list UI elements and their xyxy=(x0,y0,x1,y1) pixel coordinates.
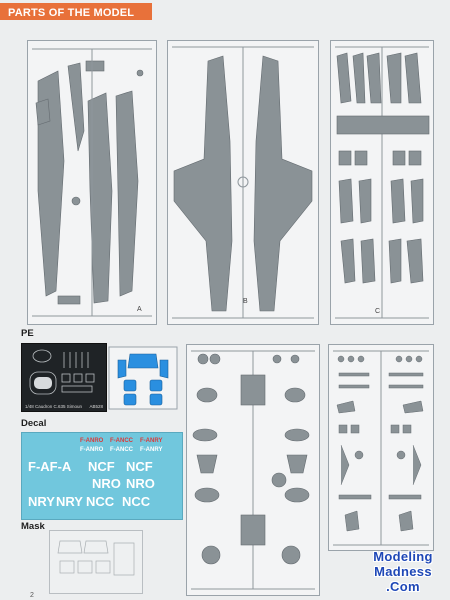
pe-parts xyxy=(29,349,95,395)
watermark-line-3: .Com xyxy=(386,579,420,594)
decal-sheet: F-ANRO F-ANCC F-ANRY F-ANRO F-ANCC F-ANR… xyxy=(21,432,183,520)
clear-parts-shapes xyxy=(108,346,178,410)
site-watermark: Modeling Madness .Com xyxy=(357,549,449,597)
decal-nry-2: NRY xyxy=(56,494,83,509)
decal-ncc-2: NCC xyxy=(122,494,151,509)
section-header: PARTS OF THE MODEL xyxy=(0,3,152,20)
pe-sheet-name: 1/48 Caudron C.635 Simoun xyxy=(25,404,83,409)
page-number: 2 xyxy=(30,592,34,599)
sprue-d-parts xyxy=(191,350,315,590)
watermark-line-1: Modeling xyxy=(373,549,433,564)
sprue-e-parts xyxy=(333,350,429,546)
decal-reg-1b: F-ANCC xyxy=(110,438,133,444)
sprue-b-tag: B xyxy=(243,298,248,305)
decal-nro-1: NRO xyxy=(92,476,121,491)
decal-reg-1a: F-ANRO xyxy=(80,438,104,444)
decal-reg-2c: F-ANRY xyxy=(140,447,163,453)
pe-sheet-code: AB528 xyxy=(89,404,103,409)
sprue-b: B xyxy=(167,40,319,325)
mask-sheet xyxy=(49,530,143,594)
sprue-d xyxy=(186,344,320,596)
sprue-c-tag: C xyxy=(375,308,380,315)
sprue-a-tag: A xyxy=(137,306,142,313)
pe-label: PE xyxy=(21,328,34,339)
watermark-line-2: Madness xyxy=(374,564,432,579)
decal-big-2: NCF xyxy=(88,459,115,474)
sprue-b-parts: B xyxy=(172,46,314,319)
sprue-e xyxy=(328,344,434,551)
decal-label: Decal xyxy=(21,418,47,429)
section-title: PARTS OF THE MODEL xyxy=(8,7,135,19)
sprue-a-parts: A xyxy=(32,48,152,317)
mask-shapes xyxy=(57,540,135,576)
sprue-c: C xyxy=(330,40,434,325)
decal-ncc-1: NCC xyxy=(86,494,115,509)
photo-etch-sheet: 1/48 Caudron C.635 Simoun AB528 xyxy=(21,343,107,412)
mask-label: Mask xyxy=(21,521,45,532)
decal-big-1: F-AF-A xyxy=(28,459,72,474)
decal-big-3: NCF xyxy=(126,459,153,474)
sprue-c-parts: C xyxy=(335,46,430,319)
decal-reg-2b: F-ANCC xyxy=(110,447,133,453)
decal-reg-1c: F-ANRY xyxy=(140,438,163,444)
decal-nro-2: NRO xyxy=(126,476,155,491)
decal-reg-2a: F-ANRO xyxy=(80,447,104,453)
sprue-a: A xyxy=(27,40,157,325)
clear-parts xyxy=(108,346,178,410)
decal-nry-1: NRY xyxy=(28,494,55,509)
